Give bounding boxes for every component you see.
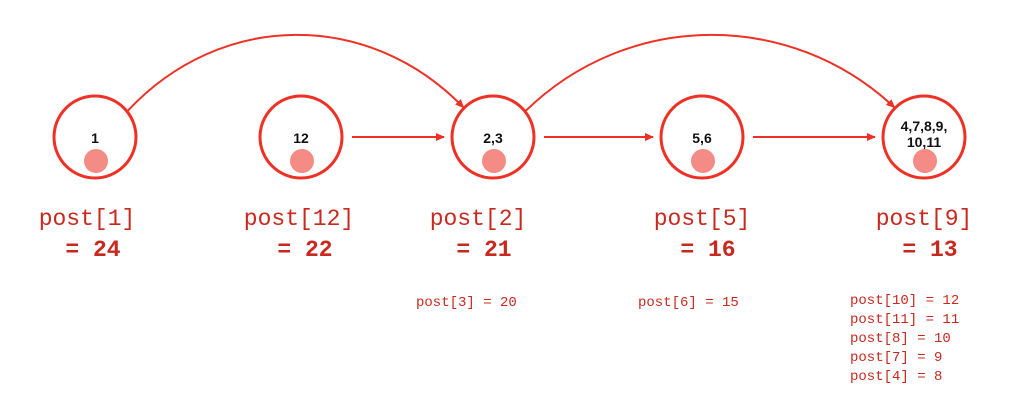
edge-n23-to-n9 (524, 33, 896, 113)
node-label: 2,3 (483, 130, 503, 146)
post-label: post[9] (876, 206, 973, 232)
post-label: post[12] (244, 206, 354, 232)
node-label: 1 (91, 130, 99, 146)
post-label: post[5] (654, 206, 751, 232)
node-n12: 12 (258, 94, 344, 180)
post-label: post[1] (39, 206, 136, 232)
node-dot (84, 149, 108, 173)
nodes-layer: 1 12 2,3 5,6 4,7,8,9,10,11 (52, 94, 967, 180)
post-note: post[11] = 11 (850, 312, 959, 328)
node-label: 5,6 (692, 130, 712, 146)
post-value: = 24 (65, 237, 120, 263)
node-circle (450, 94, 536, 180)
post-value: = 13 (902, 237, 957, 263)
post-note: post[4] = 8 (850, 369, 942, 385)
node-circle (659, 94, 745, 180)
post-value: = 21 (456, 237, 511, 263)
post-note: post[6] = 15 (638, 295, 739, 311)
edge-n1-to-n23 (126, 33, 465, 113)
post-note: post[10] = 12 (850, 293, 959, 309)
post-value: = 22 (277, 237, 332, 263)
node-circle (881, 94, 967, 180)
node-circle (52, 94, 138, 180)
node-circle (258, 94, 344, 180)
post-value: = 16 (680, 237, 735, 263)
node-n1: 1 (52, 94, 138, 180)
node-dot (691, 149, 715, 173)
node-label: 12 (293, 130, 309, 146)
labels-layer: post[1] = 24 post[12] = 22 post[2] = 21 post[3… (39, 206, 973, 385)
node-n23: 2,3 (450, 94, 536, 180)
edges-layer (126, 33, 896, 141)
post-note: post[3] = 20 (416, 295, 517, 311)
node-label: 4,7,8,9, (901, 118, 948, 134)
post-label: post[2] (430, 206, 527, 232)
post-note: post[8] = 10 (850, 331, 951, 347)
node-label: 10,11 (907, 134, 941, 150)
node-dot (482, 149, 506, 173)
node-dot (290, 149, 314, 173)
post-note: post[7] = 9 (850, 350, 942, 366)
node-dot (913, 149, 937, 173)
node-n56: 5,6 (659, 94, 745, 180)
node-n9: 4,7,8,9,10,11 (881, 94, 967, 180)
